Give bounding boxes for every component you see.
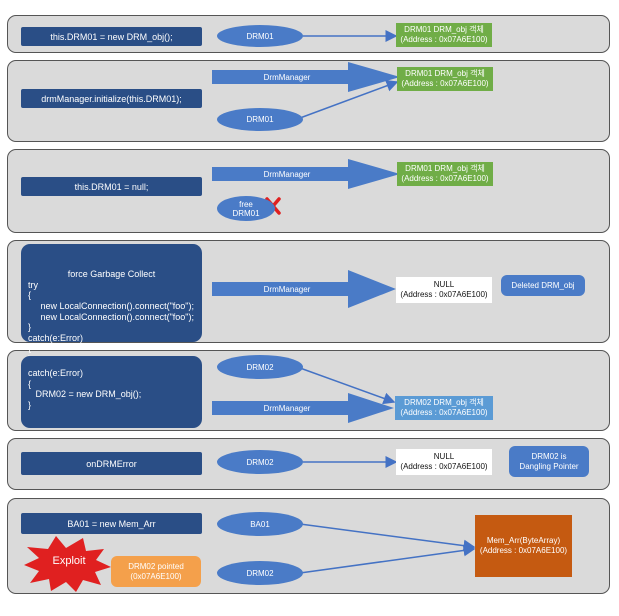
drm02-pointed-box: DRM02 pointed (0x07A6E100) [111,556,201,587]
deleted-drm-obj-callout: Deleted DRM_obj [501,275,585,296]
drm02-pointer-ellipse: DRM02 [217,355,303,379]
dangling-pointer-callout: DRM02 is Dangling Pointer [509,446,589,477]
drmmanager-arrow-label: DrmManager [263,169,311,179]
code-ondrmerror: onDRMError [21,452,202,475]
free-drm01-ellipse: free DRM01 [217,196,275,221]
drm02-pointer-ellipse: DRM02 [217,561,303,585]
null-object-box: NULL (Address : 0x07A6E100) [396,277,492,303]
drm01-pointer-ellipse: DRM01 [217,108,303,131]
code-new-drm01: this.DRM01 = new DRM_obj(); [21,27,202,46]
force-gc-title: force Garbage Collect [67,269,156,280]
code-drmmanager-initialize: drmManager.initialize(this.DRM01); [21,89,202,108]
drmmanager-arrow-label: DrmManager [263,284,311,294]
mem-arr-object-box: Mem_Arr(ByteArray) (Address : 0x07A6E100… [475,515,572,577]
force-gc-code: try { new LocalConnection().connect("foo… [28,279,194,364]
drmmanager-arrow-label: DrmManager [263,403,311,413]
null-object-box: NULL (Address : 0x07A6E100) [396,449,492,475]
code-ba01-new-mem-arr: BA01 = new Mem_Arr [21,513,202,534]
drm01-object-box: DRM01 DRM_obj 객체 (Address : 0x07A6E100) [397,67,493,91]
drm01-object-box: DRM01 DRM_obj 객체 (Address : 0x07A6E100) [396,23,492,47]
exploit-label: Exploit [52,555,86,567]
drm01-object-box: DRM01 DRM_obj 객체 (Address : 0x07A6E100) [397,162,493,186]
drm01-pointer-ellipse: DRM01 [217,25,303,47]
drm02-pointer-ellipse: DRM02 [217,450,303,474]
code-catch-new-drm02: catch(e:Error) { DRM02 = new DRM_obj(); … [21,356,202,428]
ba01-pointer-ellipse: BA01 [217,512,303,536]
code-drm01-null: this.DRM01 = null; [21,177,202,196]
drm02-object-box: DRM02 DRM_obj 객체 (Address : 0x07A6E100) [395,396,493,420]
drmmanager-arrow-label: DrmManager [263,72,311,82]
